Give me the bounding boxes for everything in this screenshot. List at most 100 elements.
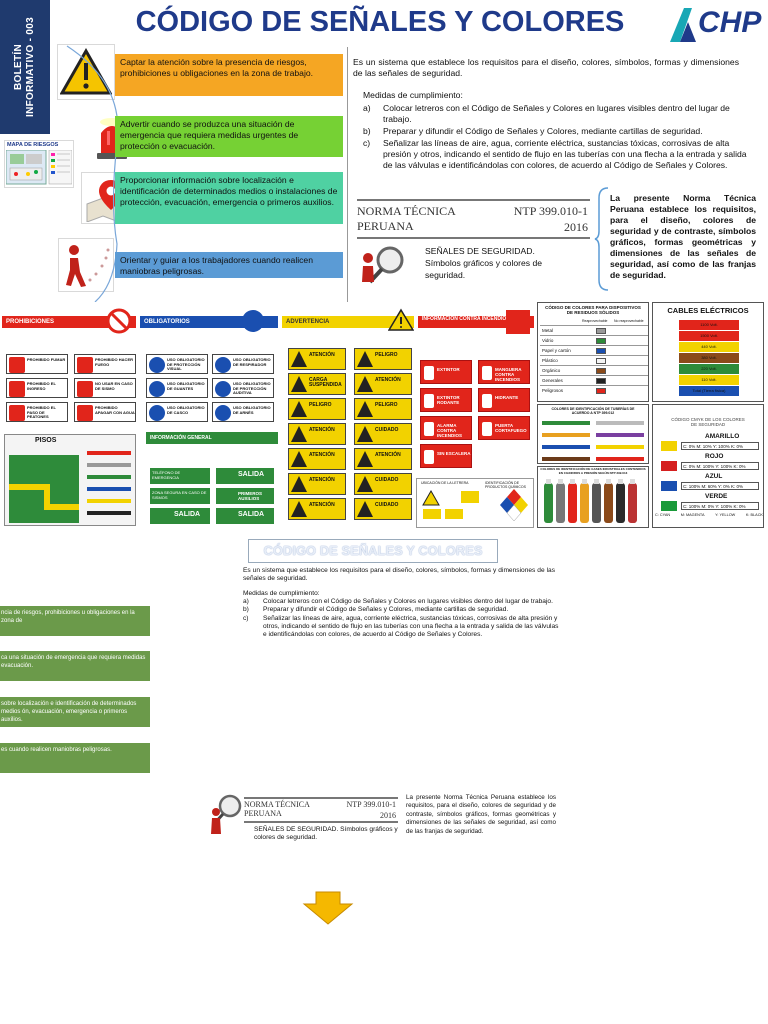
residuos-table: CÓDIGO DE COLORES PARA DISPOSITIVOS DE R…: [537, 302, 649, 402]
warning-triangle-icon: [291, 401, 307, 417]
advertencia-bar: ADVERTENCIA: [282, 316, 414, 328]
prohibiciones-bar: PROHIBICIONES: [2, 316, 136, 328]
prohibition-icon: [9, 357, 25, 373]
info-general-bar: INFORMACIÓN GENERAL: [146, 432, 278, 444]
residuos-row: Papel y cartón: [540, 345, 648, 355]
mandatory-sign: USO OBLIGATORIO DE ARNÉS: [212, 402, 274, 422]
bin-icon: [596, 328, 606, 334]
warning-sign: PELIGRO: [288, 398, 346, 420]
mandatory-sign: USO OBLIGATORIO DE GUANTES: [146, 378, 208, 398]
extinguisher-icon: [424, 366, 434, 380]
item-letter: b): [363, 126, 371, 136]
warning-triangle-icon: [357, 501, 373, 517]
fire-sign: SIN ESCALERA: [420, 444, 472, 468]
extinguisher-icon: [482, 366, 492, 380]
section2-card-1: ncia de riesgos, prohibiciones u obligac…: [0, 606, 150, 636]
section2-intro: Es un sistema que establece los requisit…: [243, 567, 555, 582]
primeros-auxilios-sign: PRIMEROS AUXILIOS: [216, 488, 274, 504]
connector-curve: [66, 45, 119, 303]
map-label: MAPA DE RIESGOS: [7, 142, 59, 148]
residuos-title: CÓDIGO DE COLORES PARA DISPOSITIVOS DE R…: [545, 305, 641, 315]
warning-symbol-icon: [388, 308, 414, 331]
prohibition-icon: [77, 381, 93, 397]
prohibition-sign: PROHIBIDO HACER FUEGO: [74, 354, 136, 374]
mandatory-signs-grid: USO OBLIGATORIO DE PROTECCIÓN VISUAL USO …: [146, 354, 276, 428]
warning-sign: PELIGRO: [354, 398, 412, 420]
prohibition-sign: PROHIBIDO APAGAR CON AGUA: [74, 402, 136, 422]
norma-caption: SEÑALES DE SEGURIDAD. Símbolos gráficos …: [425, 246, 543, 280]
list-item: b)Preparar y difundir el Código de Señal…: [243, 606, 560, 614]
prohibition-sign-label: PROHIBIDO HACER FUEGO: [95, 357, 134, 367]
bin-icon: [596, 378, 606, 384]
prohibition-sign: NO USAR EN CASO DE SISMO: [74, 378, 136, 398]
salida-sign-3: SALIDA: [216, 508, 274, 524]
prohibition-icon: [77, 357, 93, 373]
mandatory-sign-label: USO OBLIGATORIO DE PROTECCIÓN VISUAL: [167, 357, 205, 371]
warning-sign: ATENCIÓN: [354, 448, 412, 470]
item-letter: c): [363, 138, 371, 148]
residuos-row: Generales: [540, 375, 648, 385]
cilindros-title: COLORES DE IDENTIFICACIÓN DE GASES INDUS…: [540, 467, 646, 475]
cmyk-color-name: ROJO: [705, 453, 724, 460]
column-divider: [347, 47, 348, 302]
section2-card-2: ca una situación de emergencia que requi…: [0, 651, 150, 681]
residuos-row-label: Papel y cartón: [542, 348, 571, 353]
pisos-panel: PISOS: [4, 434, 136, 526]
item-letter: a): [363, 103, 371, 113]
mandatory-icon: [215, 381, 231, 397]
gas-cylinders-diagram: [544, 479, 637, 523]
item-text: Señalizar las líneas de aire, agua, corr…: [263, 614, 559, 639]
item-letter: b): [243, 606, 249, 614]
cmyk-title: CÓDIGO CMYK DE LOS COLORES DE SEGURIDAD: [671, 417, 745, 427]
incendio-bar: INFORMACIÓN CONTRA INCENDIOS: [418, 316, 534, 328]
fire-sign: ALARMA CONTRA INCENDIOS: [420, 416, 472, 440]
fire-sign-label: HIDRANTE: [495, 395, 519, 400]
warning-triangle-icon: [357, 351, 373, 367]
warning-sign-label: ATENCIÓN: [309, 502, 335, 508]
mandatory-sign-label: USO OBLIGATORIO DE RESPIRADOR: [233, 357, 271, 367]
nfpa-diamond-icon: [500, 489, 528, 522]
mandatory-icon: [149, 381, 165, 397]
residuos-row-label: Metal: [542, 328, 554, 333]
section2-medidas-title: Medidas de cumplimiento:: [243, 590, 320, 597]
cable-row: Total (Tierra física): [679, 386, 739, 396]
magnifier-person-icon: [356, 242, 410, 295]
cable-row: 380 Volt.: [679, 353, 739, 363]
warning-sign-label: ATENCIÓN: [309, 352, 335, 358]
extinguisher-icon: [424, 450, 434, 464]
purpose-card-4: Orientar y guiar a los trabajadores cuan…: [115, 252, 343, 278]
logo-text: CHP: [698, 6, 762, 39]
down-arrow-icon: [302, 891, 354, 925]
purpose-card-2: Advertir cuando se produzca una situació…: [115, 116, 343, 157]
warning-sign-label: PELIGRO: [375, 352, 398, 358]
cmyk-code: C: 0% M: 10% Y: 100% K: 0%: [681, 442, 759, 450]
magnifier-person-icon-2: [206, 790, 246, 843]
bin-icon: [596, 368, 606, 374]
prohibition-sign: PROHIBIDO EL INGRESO: [6, 378, 68, 398]
fire-sign: MANGUERA CONTRA INCENDIOS: [478, 360, 530, 384]
residuos-row-label: Vidrio: [542, 338, 554, 343]
informativo-label: INFORMATIVO - 003: [25, 17, 36, 117]
ubicacion-triangles-icon: [422, 489, 479, 519]
residuos-row-label: Orgánico: [542, 368, 561, 373]
residuos-row: Plástico: [540, 355, 648, 365]
cmyk-swatch: [661, 461, 677, 471]
prohibition-symbol-icon: [106, 308, 132, 334]
norma2-code: NTP 399.010-1: [346, 800, 396, 809]
bin-icon: [596, 358, 606, 364]
warning-sign: ATENCIÓN: [288, 473, 346, 495]
warning-sign-label: CUIDADO: [375, 427, 399, 433]
warning-sign-label: PELIGRO: [309, 402, 332, 408]
cable-row: 220 Volt.: [679, 364, 739, 374]
norma-description: La presente Norma Técnica Peruana establ…: [610, 193, 756, 280]
list-item: c)Señalizar las líneas de aire, agua, co…: [363, 138, 748, 171]
mandatory-icon: [215, 405, 231, 421]
fire-sign-label: EXTINTOR: [437, 367, 460, 372]
mandatory-sign-label: USO OBLIGATORIO DE ARNÉS: [233, 405, 271, 415]
norma2-line2: PERUANA: [244, 809, 282, 818]
exit-signs-grid: TELÉFONO DE EMERGENCIA SALIDA ZONA SEGUR…: [150, 468, 276, 528]
section2-norma-description: La presente Norma Técnica Peruana establ…: [406, 794, 556, 835]
purpose-card-3: Proporcionar información sobre localizac…: [115, 172, 343, 224]
